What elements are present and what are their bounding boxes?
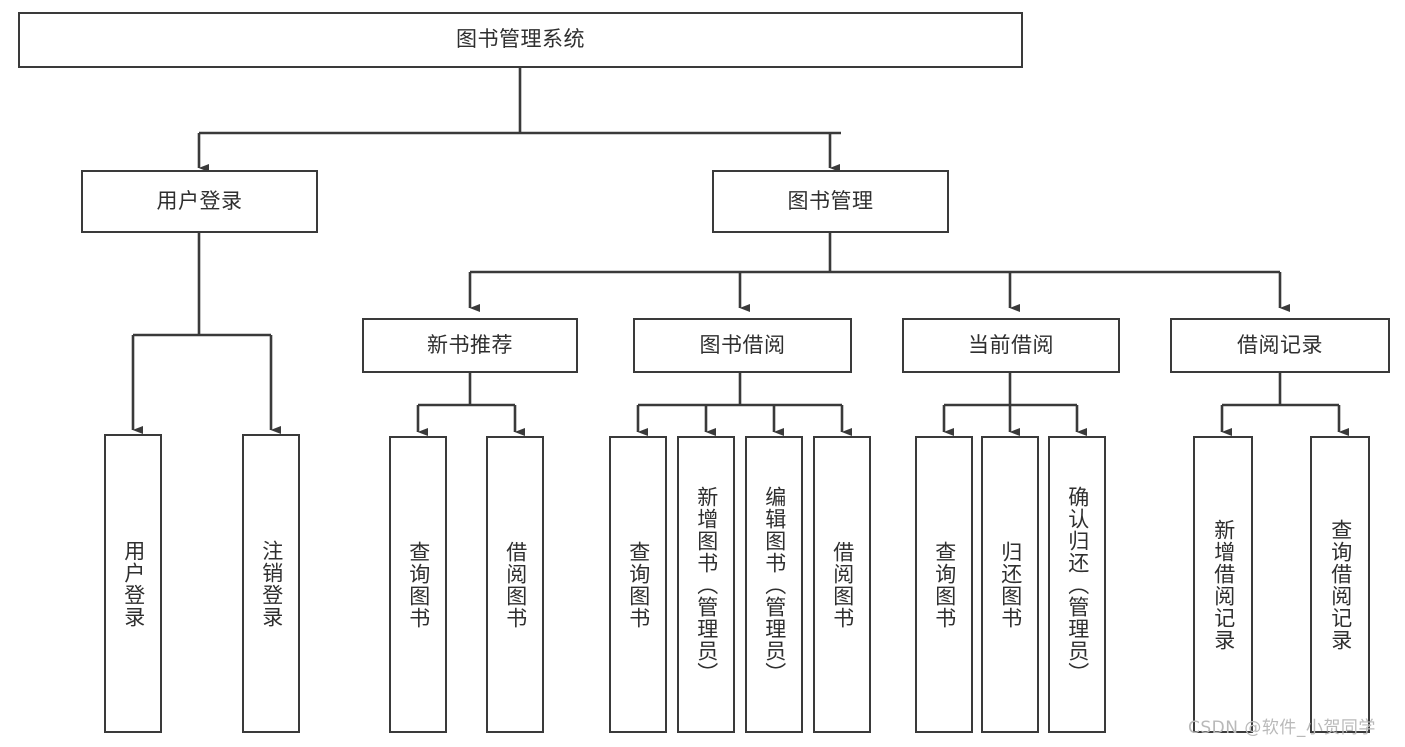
node-borrowing-records[interactable]: 借阅记录 [1170, 318, 1390, 373]
leaf-query-book-recommendation[interactable]: 查询图书 [389, 436, 447, 733]
node-label: 图书借阅 [699, 332, 786, 357]
leaf-query-book-borrow[interactable]: 查询图书 [609, 436, 667, 733]
node-label: 图书管理 [787, 188, 874, 213]
node-label: 查询借阅记录 [1328, 518, 1353, 651]
node-label: 新增图书（管理员） [694, 485, 719, 684]
node-label: 用户登录 [121, 539, 146, 628]
node-label: 查询图书 [626, 540, 651, 629]
node-label: 借阅图书 [830, 540, 855, 629]
leaf-return-book[interactable]: 归还图书 [981, 436, 1039, 733]
leaf-query-borrow-record[interactable]: 查询借阅记录 [1310, 436, 1370, 733]
node-label: 借阅记录 [1237, 332, 1323, 357]
node-new-book-recommendation[interactable]: 新书推荐 [362, 318, 578, 373]
leaf-borrow-book-recommendation[interactable]: 借阅图书 [486, 436, 544, 733]
node-label: 确认归还（管理员） [1065, 485, 1090, 684]
node-label: 新增借阅记录 [1211, 518, 1236, 651]
leaf-logout[interactable]: 注销登录 [242, 434, 300, 733]
node-label: 用户登录 [156, 188, 243, 213]
node-label: 查询图书 [406, 540, 431, 629]
node-label: 借阅图书 [503, 540, 528, 629]
leaf-borrow-book[interactable]: 借阅图书 [813, 436, 871, 733]
leaf-edit-book-admin[interactable]: 编辑图书（管理员） [745, 436, 803, 733]
node-label: 注销登录 [259, 539, 284, 628]
leaf-add-book-admin[interactable]: 新增图书（管理员） [677, 436, 735, 733]
leaf-query-book-current[interactable]: 查询图书 [915, 436, 973, 733]
node-book-management[interactable]: 图书管理 [712, 170, 949, 233]
node-label: 新书推荐 [427, 332, 513, 357]
node-label: 归还图书 [998, 540, 1023, 629]
node-root-book-management-system[interactable]: 图书管理系统 [18, 12, 1023, 68]
leaf-user-login[interactable]: 用户登录 [104, 434, 162, 733]
node-book-borrowing[interactable]: 图书借阅 [633, 318, 852, 373]
watermark: CSDN @软件_小贺同学 [1188, 718, 1376, 738]
leaf-add-borrow-record[interactable]: 新增借阅记录 [1193, 436, 1253, 733]
node-label: 查询图书 [932, 540, 957, 629]
node-label: 图书管理系统 [456, 27, 585, 52]
node-label: 编辑图书（管理员） [762, 485, 787, 684]
leaf-confirm-return-admin[interactable]: 确认归还（管理员） [1048, 436, 1106, 733]
node-user-login[interactable]: 用户登录 [81, 170, 318, 233]
node-label: 当前借阅 [968, 332, 1054, 357]
node-current-borrowing[interactable]: 当前借阅 [902, 318, 1120, 373]
